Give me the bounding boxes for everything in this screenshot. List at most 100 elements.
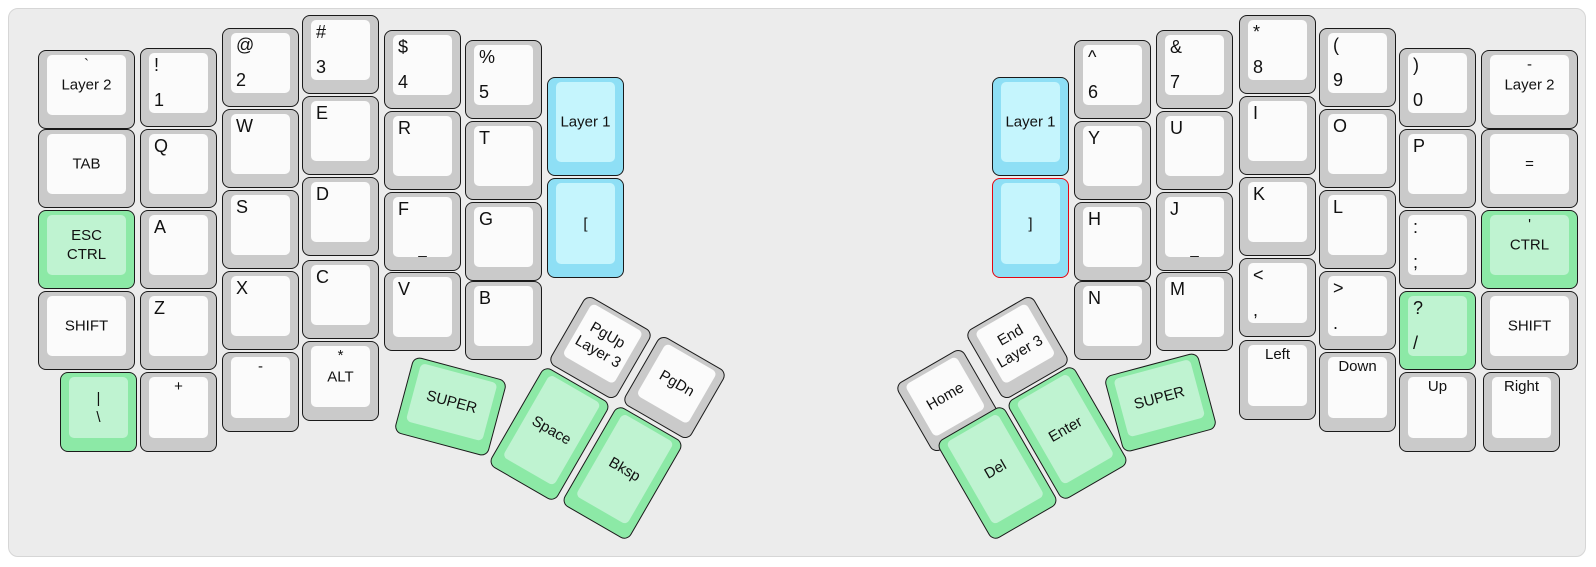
key-s[interactable]: S: [222, 190, 299, 269]
key-9[interactable]: (9: [1319, 28, 1396, 107]
key-label-line: ESC: [71, 227, 102, 244]
keytop: D: [311, 182, 370, 242]
key-e[interactable]: E: [302, 96, 379, 175]
key-label-line: \: [96, 408, 101, 426]
key-p[interactable]: P: [1399, 129, 1476, 208]
key-right[interactable]: Right: [1483, 372, 1560, 452]
key-j[interactable]: J_: [1156, 192, 1233, 271]
key-label-line: Layer 1: [560, 113, 611, 131]
key-1[interactable]: !1: [140, 48, 217, 127]
key-shift-right[interactable]: SHIFT: [1481, 291, 1578, 370]
key-label: P: [1413, 136, 1426, 156]
key-m[interactable]: M: [1156, 272, 1233, 351]
key-label: =: [1490, 155, 1569, 174]
key-layer1-right[interactable]: Layer 1: [992, 77, 1069, 176]
key-t[interactable]: T: [465, 121, 542, 200]
key-label: |\: [69, 389, 128, 427]
key-label: V: [398, 279, 411, 299]
key-y[interactable]: Y: [1074, 121, 1151, 200]
key-w[interactable]: W: [222, 109, 299, 188]
key-label: Y: [1088, 128, 1101, 148]
key-k[interactable]: K: [1239, 177, 1316, 256]
key-left[interactable]: Left: [1239, 340, 1316, 420]
key-l[interactable]: L: [1319, 190, 1396, 269]
key-label: U: [1170, 118, 1183, 138]
key-equals[interactable]: =: [1481, 129, 1578, 208]
keytop: Right: [1492, 377, 1551, 438]
key-label: -: [1527, 56, 1532, 73]
key-label-line: ]: [1028, 215, 1033, 232]
key-plus[interactable]: +: [140, 372, 217, 452]
key-down[interactable]: Down: [1319, 352, 1396, 432]
key-4[interactable]: $4: [384, 30, 461, 109]
key-label-line: CTRL: [1509, 236, 1550, 254]
key-label-line: Space: [529, 412, 575, 449]
key-2[interactable]: @2: [222, 28, 299, 107]
keytop: T: [474, 126, 533, 186]
keytop: [: [556, 183, 615, 264]
key-6[interactable]: ^6: [1074, 40, 1151, 119]
key-label: .: [1333, 313, 1339, 334]
key-3[interactable]: #3: [302, 15, 379, 94]
key-super-left[interactable]: SUPER: [393, 355, 508, 458]
key-u[interactable]: U: [1156, 111, 1233, 190]
key-r[interactable]: R: [384, 111, 461, 190]
key-label: -: [258, 358, 263, 375]
key-shift-left[interactable]: SHIFT: [38, 291, 135, 370]
key-q[interactable]: Q: [140, 129, 217, 208]
key-label: TAB: [47, 155, 126, 174]
key-i[interactable]: I: [1239, 96, 1316, 175]
key-b[interactable]: B: [465, 281, 542, 360]
key-grave-layer2[interactable]: `Layer 2: [38, 50, 135, 129]
key-0[interactable]: )0: [1399, 48, 1476, 127]
key-period[interactable]: >.: [1319, 271, 1396, 350]
key-z[interactable]: Z: [140, 291, 217, 370]
key-quote-ctrl[interactable]: 'CTRL: [1481, 210, 1578, 289]
key-pipe-backslash[interactable]: |\: [60, 372, 137, 452]
key-c[interactable]: C: [302, 260, 379, 339]
key-f[interactable]: F_: [384, 192, 461, 271]
key-h[interactable]: H: [1074, 202, 1151, 281]
key-tab[interactable]: TAB: [38, 129, 135, 208]
keytop: (9: [1328, 33, 1387, 93]
key-o[interactable]: O: [1319, 109, 1396, 188]
key-label-line: [: [583, 215, 588, 232]
key-label: :: [1413, 217, 1419, 237]
key-left-bracket[interactable]: [: [547, 178, 624, 278]
key-star-alt[interactable]: *ALT: [302, 341, 379, 421]
key-n[interactable]: N: [1074, 281, 1151, 360]
key-minus-layer2[interactable]: -Layer 2: [1481, 50, 1578, 129]
key-super-right[interactable]: SUPER: [1103, 351, 1218, 454]
key-up[interactable]: Up: [1399, 372, 1476, 452]
key-label-line: =: [1525, 155, 1534, 173]
keytop: N: [1083, 286, 1142, 346]
key-label: Layer 2: [47, 76, 126, 95]
key-layer1-left[interactable]: Layer 1: [547, 77, 624, 176]
key-x[interactable]: X: [222, 271, 299, 350]
key-5[interactable]: %5: [465, 40, 542, 119]
key-comma[interactable]: <,: [1239, 258, 1316, 337]
keytop: PgDn: [636, 342, 718, 425]
key-label-line: TAB: [72, 155, 101, 173]
key-label: SHIFT: [47, 317, 126, 336]
key-v[interactable]: V: [384, 272, 461, 351]
key-question-slash[interactable]: ?/: [1399, 291, 1476, 370]
key-minus[interactable]: -: [222, 352, 299, 432]
key-g[interactable]: G: [465, 202, 542, 281]
key-label: K: [1253, 184, 1266, 204]
key-label: L: [1333, 197, 1344, 217]
key-a[interactable]: A: [140, 210, 217, 289]
key-semicolon[interactable]: :;: [1399, 210, 1476, 289]
key-d[interactable]: D: [302, 177, 379, 256]
key-7[interactable]: &7: [1156, 30, 1233, 109]
key-label: ): [1413, 55, 1419, 75]
keytop: <,: [1248, 263, 1307, 323]
keytop: *ALT: [311, 346, 370, 407]
key-right-bracket[interactable]: ]: [992, 178, 1069, 278]
key-8[interactable]: *8: [1239, 15, 1316, 94]
key-label-line: Enter: [1045, 412, 1086, 446]
